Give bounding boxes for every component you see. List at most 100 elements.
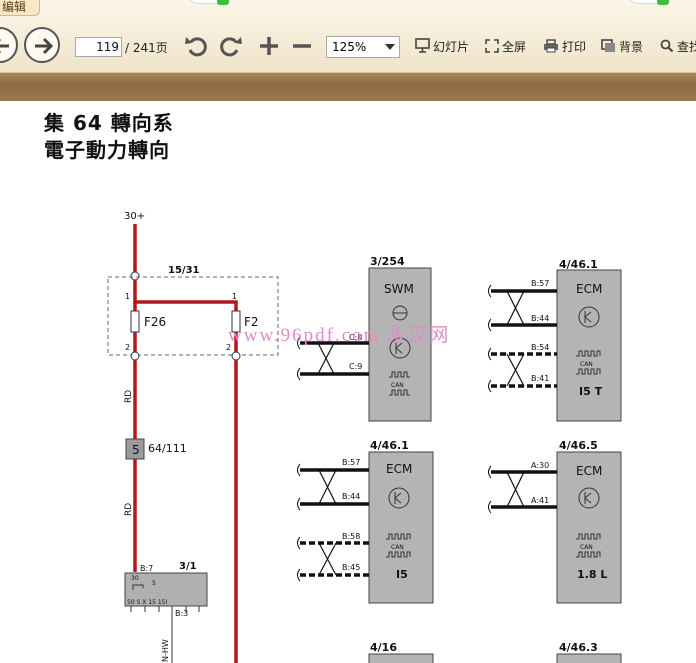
can-bus-icon: CAN [576, 350, 601, 375]
page-number-input[interactable] [75, 37, 122, 57]
can-bus-icon: CAN [576, 533, 601, 558]
pin-label: B:45 [342, 563, 360, 572]
fuse-f2-label: F2 [244, 315, 259, 329]
fullscreen-button[interactable]: 全屏 [485, 38, 526, 55]
fuse-box [107, 276, 279, 356]
back-button[interactable] [0, 27, 18, 63]
pin-label: 1 [125, 292, 130, 301]
pin-label: 2 [226, 343, 231, 352]
steering-wheel-icon [392, 305, 408, 321]
module-variant: I5 [396, 568, 408, 581]
svg-text:CAN: CAN [580, 361, 593, 368]
fuse-f26 [130, 310, 140, 333]
wire-color-label: RD [124, 503, 134, 516]
module-name: ECM [576, 282, 602, 296]
projector-icon [415, 38, 430, 53]
pin-label: B:54 [531, 343, 549, 352]
slideshow-button[interactable]: 幻灯片 [415, 38, 469, 55]
can-bus-icon: CAN [386, 533, 411, 558]
toolbar-divider [0, 73, 696, 101]
transistor-icon [389, 337, 411, 359]
chevron-down-icon [385, 44, 395, 50]
pin-label: 2 [125, 343, 130, 352]
rotate-left-icon[interactable] [184, 33, 208, 59]
svg-text:CAN: CAN [580, 544, 593, 551]
page-total: / 241页 [125, 41, 168, 55]
zoom-select[interactable]: 125% [326, 36, 400, 58]
forward-button[interactable] [24, 27, 60, 63]
zoom-value: 125% [332, 40, 367, 54]
fuse-box-label: 15/31 [168, 265, 200, 276]
module-ref: 4/16 [370, 641, 397, 654]
reader-toolbar: 编辑 / 241页 125% 幻灯片 全屏 打印 背景 查找 [0, 0, 696, 73]
terminal [130, 271, 140, 281]
fuse-f2 [231, 310, 241, 333]
module-name: ECM [576, 464, 602, 478]
module-partial [556, 653, 622, 663]
background-button[interactable]: 背景 [601, 38, 643, 55]
app-badge-icon [628, 0, 670, 5]
module-name: SWM [384, 282, 414, 296]
pin-label: B:58 [342, 532, 360, 541]
can-bus-icon: CAN [389, 371, 410, 396]
pin-label: B:44 [342, 492, 360, 501]
terminal [130, 351, 140, 361]
rotate-right-icon[interactable] [219, 33, 243, 59]
relay-ref: 3/1 [179, 561, 197, 572]
fullscreen-icon [485, 39, 499, 53]
wire-label: N-HW [161, 639, 170, 662]
zoom-in-icon[interactable] [257, 33, 281, 59]
connector-number: 5 [132, 443, 140, 457]
module-ref: 4/46.5 [559, 439, 598, 452]
module-ref: 3/254 [370, 255, 405, 268]
pin-label: A:41 [531, 496, 549, 505]
document-page: 集 64 轉向系 電子動力轉向 30+ 15/31 F26 F2 1 1 2 2 [0, 101, 696, 663]
relay-pin: B:3 [175, 609, 188, 618]
svg-text:CAN: CAN [391, 382, 404, 389]
page-title: 集 64 轉向系 [44, 111, 174, 135]
printer-icon [544, 39, 558, 53]
watermark-text: www.96pdf.com 永汉网 [228, 325, 451, 346]
transistor-icon [388, 487, 410, 509]
background-icon [601, 39, 615, 52]
arrow-right-icon [35, 37, 54, 55]
pin-label: B:44 [531, 314, 549, 323]
terminal [231, 351, 241, 361]
relay-pin: B:7 [140, 564, 153, 573]
relay-module [124, 572, 208, 607]
fuse-f26-label: F26 [144, 315, 166, 329]
search-icon [660, 39, 674, 53]
connector-block [125, 438, 145, 460]
transistor-icon [578, 487, 600, 509]
module-name: ECM [386, 462, 412, 476]
pin-label: 1 [232, 292, 237, 301]
pin-label: B:41 [531, 374, 549, 383]
pin-label: B:57 [531, 279, 549, 288]
module-ref: 4/46.3 [559, 641, 598, 654]
find-button[interactable]: 查找 [660, 38, 696, 55]
app-badge-icon [188, 0, 230, 5]
zoom-out-icon[interactable] [290, 33, 314, 59]
transistor-icon [578, 306, 600, 328]
connector-ref: 64/111 [148, 442, 187, 455]
relay-pin: 5 [152, 580, 156, 587]
relay-pin: 30 [131, 575, 139, 582]
ecm-module [556, 269, 622, 422]
edit-tab[interactable]: 编辑 [0, 0, 40, 16]
pin-label: C:9 [349, 362, 362, 371]
module-partial [368, 653, 434, 663]
pin-label: B:57 [342, 458, 360, 467]
module-ref: 4/46.1 [559, 258, 598, 271]
ecm-module [368, 451, 434, 604]
supply-label: 30+ [124, 211, 145, 222]
ecm-module [556, 451, 622, 604]
wiring-diagram: 30+ 15/31 F26 F2 1 1 2 2 RD RD 5 6 [107, 211, 622, 663]
module-ref: 4/46.1 [370, 439, 409, 452]
relay-pins: 50 S X 15 15I [127, 599, 167, 606]
print-button[interactable]: 打印 [543, 38, 586, 55]
page-subtitle: 電子動力轉向 [44, 138, 170, 162]
pin-label: C:8 [349, 333, 362, 342]
svg-text:CAN: CAN [391, 544, 404, 551]
wire-color-label: RD [124, 390, 134, 403]
module-variant: 1.8 L [577, 568, 607, 581]
